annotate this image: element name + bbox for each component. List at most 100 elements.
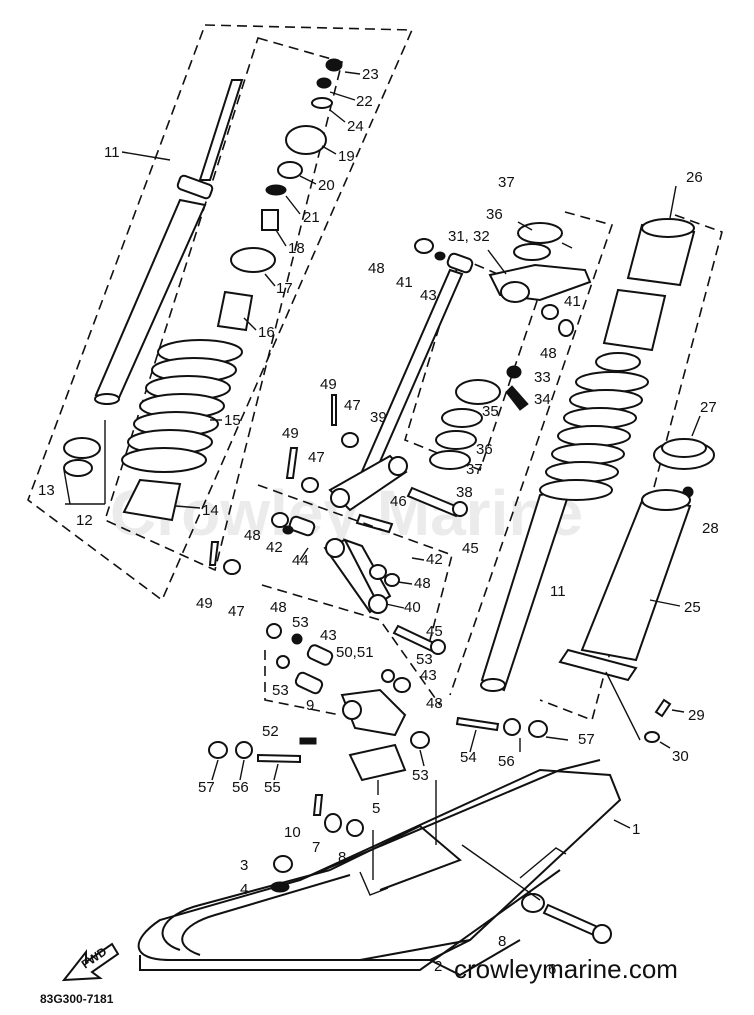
callout-54: 54 xyxy=(460,749,477,766)
callout-5: 5 xyxy=(372,800,380,817)
block-5 xyxy=(348,743,407,782)
callout-45-b: 45 xyxy=(426,623,443,640)
callout-56-left: 56 xyxy=(232,779,249,796)
callout-35: 35 xyxy=(482,403,499,420)
callout-49-a: 49 xyxy=(320,376,337,393)
callout-53-b: 53 xyxy=(416,651,433,668)
callout-27: 27 xyxy=(700,399,717,416)
spring-right xyxy=(539,352,649,501)
callout-49-b: 49 xyxy=(282,425,299,442)
upper-linkage-group xyxy=(355,222,592,534)
spacer-18 xyxy=(261,209,279,231)
washer-24 xyxy=(311,97,333,109)
callout-52: 52 xyxy=(262,723,279,740)
bracket-50-51 xyxy=(340,688,407,737)
pin-10 xyxy=(312,794,324,816)
callout-3: 3 xyxy=(240,857,248,874)
bolt-34 xyxy=(505,385,529,411)
nut-57-right xyxy=(528,720,548,738)
callout-1: 1 xyxy=(632,821,640,838)
site-watermark: crowleymarine.com xyxy=(454,954,678,984)
callout-53-c: 53 xyxy=(272,682,289,699)
callout-43-c: 43 xyxy=(420,667,437,684)
callout-11-left: 11 xyxy=(104,144,120,161)
callout-48-c: 48 xyxy=(244,527,261,544)
callout-28: 28 xyxy=(702,520,719,537)
callout-47-b: 47 xyxy=(308,449,325,466)
callout-57-left: 57 xyxy=(198,779,215,796)
stud-55 xyxy=(257,753,301,764)
callout-38: 38 xyxy=(456,484,473,501)
washer-36 xyxy=(441,408,483,428)
washer-8-upper xyxy=(346,819,364,837)
washer-21 xyxy=(265,184,287,196)
pin-49-mid xyxy=(285,447,299,479)
callout-45-a: 45 xyxy=(462,540,479,557)
callout-16: 16 xyxy=(258,324,275,341)
right-shock-group xyxy=(449,211,723,743)
lower-linkage-group xyxy=(208,484,548,782)
bolt-52 xyxy=(299,737,317,745)
callout-8-lower: 8 xyxy=(498,933,506,950)
bushing-43-low xyxy=(306,644,334,666)
callout-14: 14 xyxy=(202,502,219,519)
bolt-45-upper xyxy=(406,486,462,518)
callout-19: 19 xyxy=(338,148,355,165)
callout-21: 21 xyxy=(303,209,320,226)
washer-4 xyxy=(270,881,290,893)
left-shock-group xyxy=(27,24,414,602)
drawing-code: 83G300-7181 xyxy=(40,992,114,1006)
left-inner-frame xyxy=(104,37,343,572)
callout-53-a: 53 xyxy=(292,614,309,631)
callout-29: 29 xyxy=(688,707,705,724)
callout-41-b: 41 xyxy=(564,293,581,310)
nut-47-upper xyxy=(341,432,359,448)
nut-41 xyxy=(541,304,559,320)
washer-38 xyxy=(429,450,471,470)
bolt-29 xyxy=(654,698,672,718)
callout-48-f: 48 xyxy=(426,695,443,712)
callout-37-top: 37 xyxy=(498,174,515,191)
washer-56-right xyxy=(503,718,521,736)
callout-30: 30 xyxy=(672,748,689,765)
callout-42-a: 42 xyxy=(266,539,283,556)
tube-25 xyxy=(580,494,692,662)
washer-53 xyxy=(410,731,430,749)
callout-23: 23 xyxy=(362,66,379,83)
callout-49-c: 49 xyxy=(196,595,213,612)
bushing-43-upper xyxy=(446,252,474,274)
stud-54 xyxy=(455,716,500,732)
callout-36-top: 36 xyxy=(486,206,503,223)
washer-30 xyxy=(644,731,660,743)
collar-35 xyxy=(455,379,501,405)
callout-34: 34 xyxy=(534,391,551,408)
nut-47-lower xyxy=(223,559,241,575)
washer-48-low xyxy=(266,623,282,639)
fwd-arrow-icon xyxy=(61,942,120,982)
nut-23 xyxy=(325,58,343,72)
callout-25: 25 xyxy=(684,599,701,616)
washer-36-top xyxy=(513,243,551,261)
washer-48-right xyxy=(558,319,574,337)
ski-1 xyxy=(137,768,622,961)
washer-48-upper xyxy=(414,238,434,254)
callout-26: 26 xyxy=(686,169,703,186)
callout-43-b: 43 xyxy=(320,627,337,644)
bushing-44 xyxy=(288,515,316,537)
collar-17 xyxy=(230,247,276,273)
callout-7: 7 xyxy=(312,839,320,856)
callout-8-upper: 8 xyxy=(338,849,346,866)
callout-48-a: 48 xyxy=(368,260,385,277)
bolt-6 xyxy=(542,903,602,938)
bushing-9 xyxy=(294,671,324,695)
cap-19 xyxy=(285,125,327,155)
spring-15 xyxy=(121,339,243,473)
callout-48-d: 48 xyxy=(414,575,431,592)
nut-7 xyxy=(324,813,342,833)
pin-49-lower xyxy=(208,541,220,566)
callout-42-b: 42 xyxy=(426,551,443,568)
runner-2 xyxy=(139,869,561,971)
callout-15: 15 xyxy=(224,412,241,429)
callout-46: 46 xyxy=(390,493,407,510)
